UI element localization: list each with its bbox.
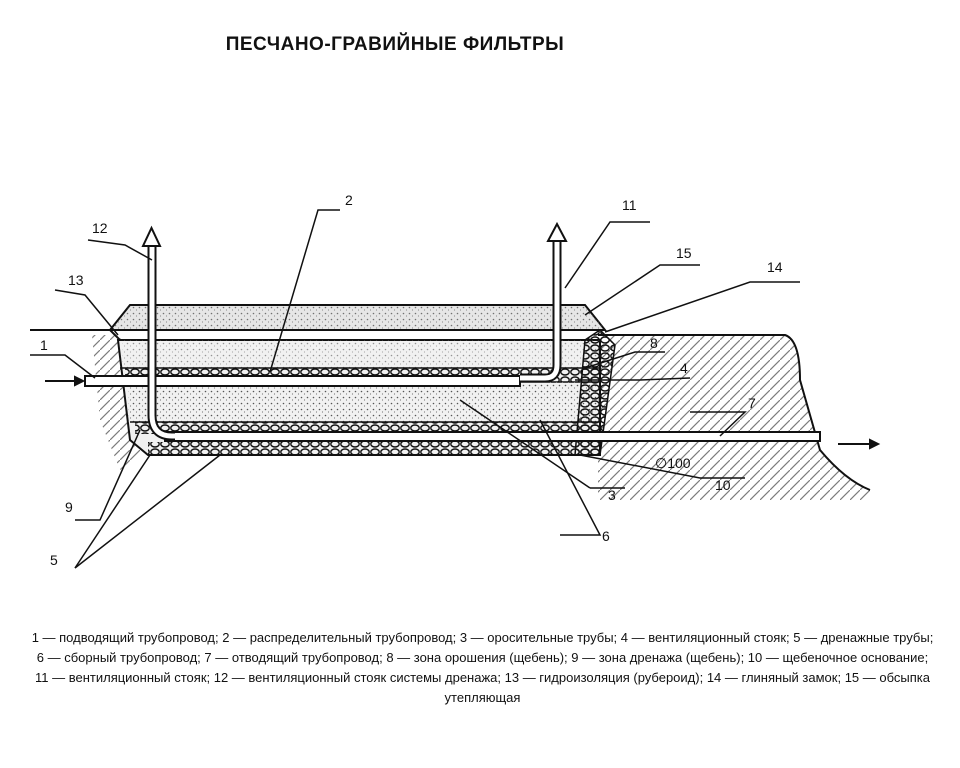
legend-item: 15 — обсыпка утепляющая bbox=[444, 670, 930, 705]
label-15: 15 bbox=[676, 245, 692, 261]
legend-item: 2 — распределительный трубопровод; bbox=[222, 630, 460, 645]
label-1: 1 bbox=[40, 337, 48, 353]
legend-item: 9 — зона дренажа (щебень); bbox=[571, 650, 748, 665]
diagram-title: ПЕСЧАНО-ГРАВИЙНЫЕ ФИЛЬТРЫ bbox=[225, 34, 565, 55]
legend-item: 7 — отводящий трубопровод; bbox=[204, 650, 387, 665]
label-11: 11 bbox=[622, 197, 637, 213]
label-6: 6 bbox=[602, 528, 610, 544]
label-3: 3 bbox=[608, 487, 616, 503]
leader-6 bbox=[539, 419, 602, 536]
outlet-flow-arrow bbox=[838, 438, 881, 450]
label-8: 8 bbox=[650, 335, 658, 351]
filter-diagram: 1 2 3 4 5 6 7 8 9 10 11 12 13 14 15 ∅100 bbox=[30, 192, 881, 569]
legend-item: 11 — вентиляционный стояк; bbox=[35, 670, 214, 685]
label-14: 14 bbox=[767, 259, 783, 275]
label-4: 4 bbox=[680, 360, 688, 376]
label-5: 5 bbox=[50, 552, 58, 568]
leader-5b bbox=[74, 454, 221, 569]
legend-item: 12 — вентиляционный стояк системы дренаж… bbox=[213, 670, 505, 685]
leader-12 bbox=[87, 239, 153, 261]
label-diameter: ∅100 bbox=[655, 455, 691, 471]
vent-arrow-11 bbox=[546, 221, 568, 242]
leader-15 bbox=[584, 264, 700, 316]
label-12: 12 bbox=[92, 220, 108, 236]
label-2: 2 bbox=[345, 192, 353, 208]
label-9: 9 bbox=[65, 499, 73, 515]
legend: 1 — подводящий трубопровод; 2 — распреде… bbox=[30, 628, 935, 708]
sand-upper bbox=[122, 340, 600, 368]
legend-item: 6 — сборный трубопровод; bbox=[36, 650, 205, 665]
leader-9 bbox=[75, 429, 141, 521]
leader-10 bbox=[579, 454, 745, 479]
leader-11 bbox=[564, 221, 650, 289]
label-13: 13 bbox=[68, 272, 84, 288]
leader-2 bbox=[269, 209, 340, 373]
gravel-base bbox=[148, 442, 600, 455]
leader-5 bbox=[74, 454, 151, 569]
legend-item: 8 — зона орошения (щебень); bbox=[386, 650, 572, 665]
legend-item: 1 — подводящий трубопровод; bbox=[31, 630, 223, 645]
leader-4 bbox=[575, 377, 691, 381]
legend-item: 4 — вентиляционный стояк; bbox=[620, 630, 794, 645]
sand-middle bbox=[128, 382, 600, 422]
label-10: 10 bbox=[715, 477, 731, 493]
leader-1 bbox=[30, 354, 96, 379]
inlet-flow-arrow bbox=[45, 375, 86, 387]
legend-item: 10 — щебеночное основание; bbox=[747, 650, 929, 665]
label-7: 7 bbox=[748, 395, 756, 411]
legend-item: 5 — дренажные трубы; bbox=[793, 630, 934, 645]
leader-8 bbox=[584, 351, 665, 369]
ground-right-hatch bbox=[598, 335, 870, 500]
leader-13 bbox=[54, 289, 119, 336]
leader-14 bbox=[604, 281, 800, 333]
legend-item: 13 — гидроизоляция (рубероид); bbox=[504, 670, 707, 685]
legend-item: 14 — глиняный замок; bbox=[706, 670, 845, 685]
legend-item: 3 — оросительные трубы; bbox=[459, 630, 621, 645]
leader-7 bbox=[690, 411, 747, 437]
vent-arrow-12 bbox=[141, 225, 162, 247]
